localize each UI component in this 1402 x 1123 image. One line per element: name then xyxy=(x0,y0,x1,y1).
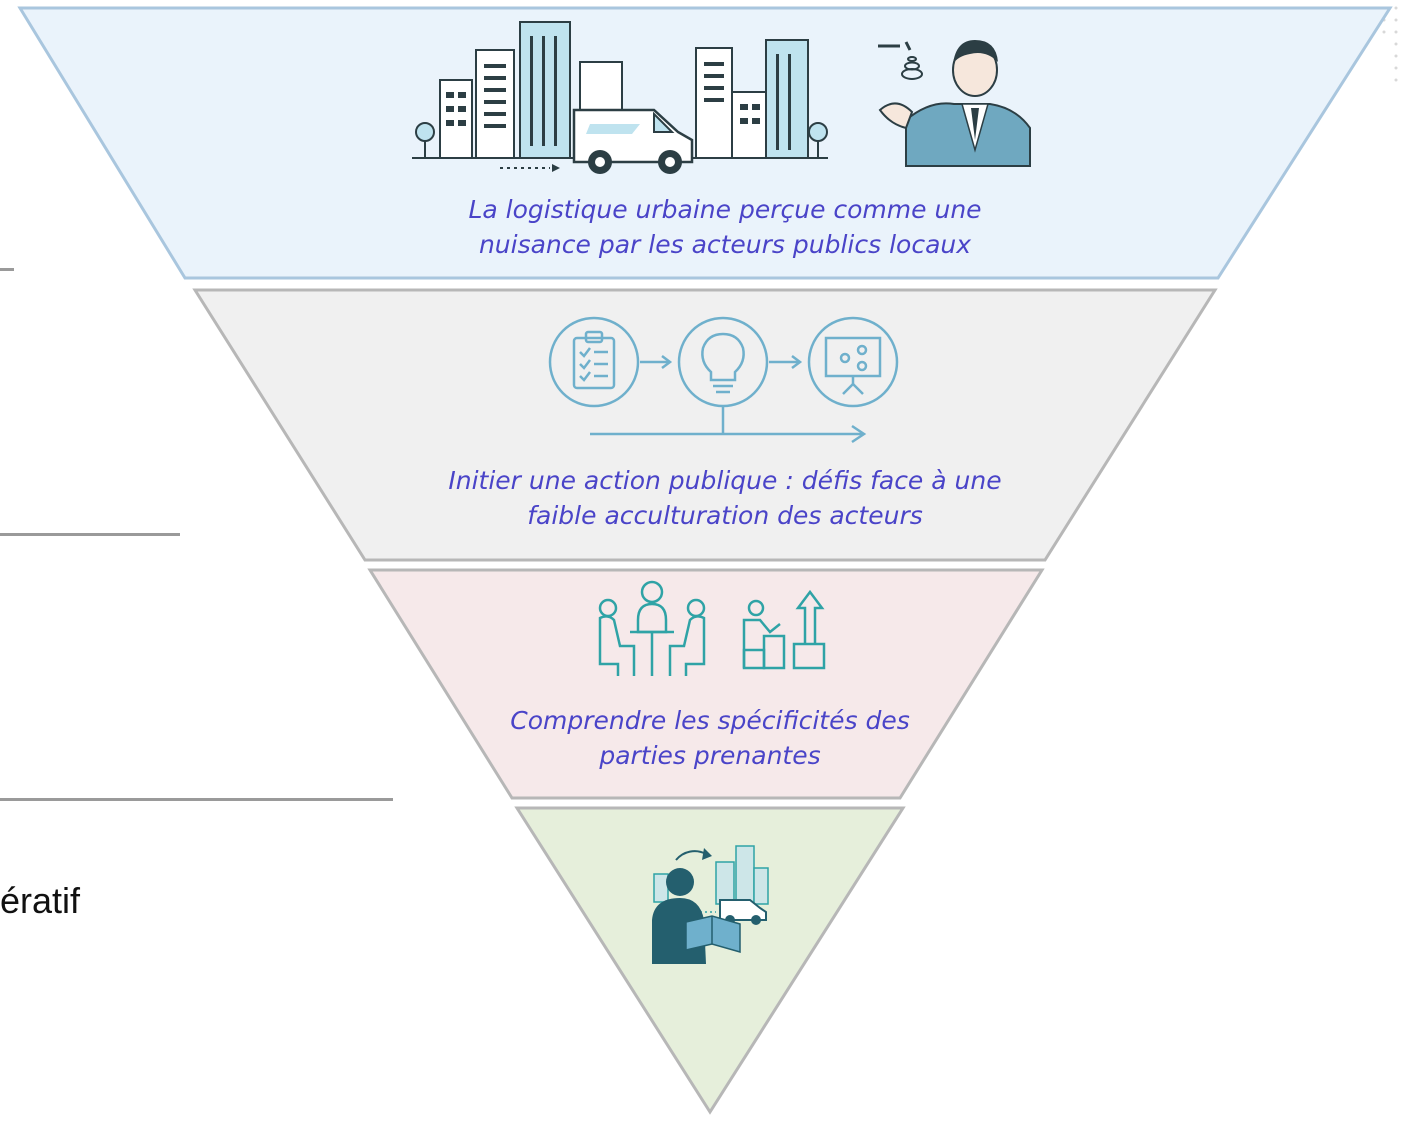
level-3-caption-line-1: Comprendre les spécificités des xyxy=(510,706,910,735)
level-1-caption-line-1: La logistique urbaine perçue comme une xyxy=(468,195,982,224)
level-2-caption: Initier une action publique : défis face… xyxy=(405,463,1045,533)
left-divider-3 xyxy=(0,798,393,801)
pyramid-level-2 xyxy=(192,288,1218,562)
level-1-caption: La logistique urbaine perçue comme une n… xyxy=(425,192,1025,262)
level-3-caption: Comprendre les spécificités des parties … xyxy=(470,703,950,773)
level-1-caption-line-2: nuisance par les acteurs publics locaux xyxy=(478,230,972,259)
level-3-caption-line-2: parties prenantes xyxy=(599,741,821,770)
meeting-people-icon xyxy=(598,580,826,676)
person-reading-city-icon xyxy=(652,845,769,964)
level-2-caption-line-1: Initier une action publique : défis face… xyxy=(448,466,1002,495)
dot-pattern-decoration xyxy=(1358,6,1398,82)
pyramid-level-4 xyxy=(514,806,906,1115)
checklist-idea-presentation-icon xyxy=(548,316,899,444)
level-2-caption-line-2: faible acculturation des acteurs xyxy=(527,501,923,530)
left-partial-text: ératif xyxy=(0,880,81,921)
left-divider-2 xyxy=(0,533,180,536)
pyramid-level-3 xyxy=(367,568,1045,800)
left-divider-1 xyxy=(0,268,14,271)
city-van-official-icon xyxy=(412,21,1031,174)
